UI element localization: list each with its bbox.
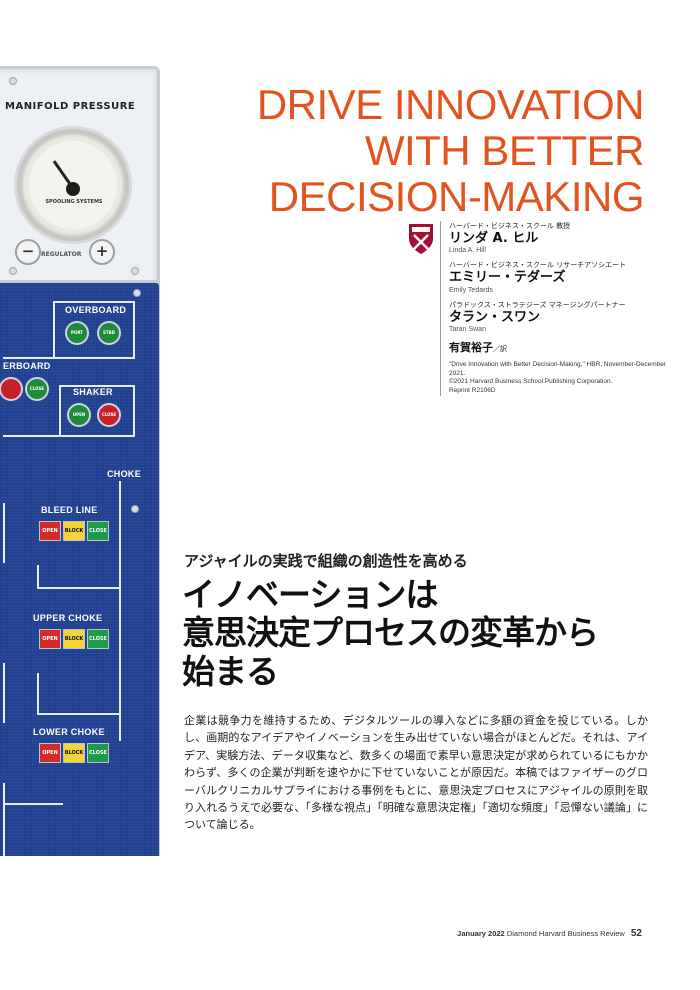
diagram-line xyxy=(3,503,5,563)
bleed-line-label: BLEED LINE xyxy=(41,505,98,515)
valve-control-plate: OVERBOARD PORT STBD ERBOARD CLOSE SHAKER… xyxy=(0,280,160,856)
manifold-pressure-label: MANIFOLD PRESSURE xyxy=(5,101,136,112)
author-title: ハーバード・ビジネス・スクール リサーチアソシエート xyxy=(449,261,627,270)
translator-name: 有賀裕子 xyxy=(449,340,493,354)
reference-line: Reprint R2106D xyxy=(449,387,496,395)
japanese-title: イノベーションは 意思決定プロセスの変革から 始まる xyxy=(182,575,682,691)
diagram-line xyxy=(37,565,39,587)
diagram-line xyxy=(133,385,135,435)
diagram-line xyxy=(37,587,119,589)
page-number: 52 xyxy=(630,928,642,939)
author-credits: ハーバード・ビジネス・スクール 教授 リンダ A. ヒル Linda A. Hi… xyxy=(409,221,670,396)
pressure-gauge: SPOOLING SYSTEMS xyxy=(17,129,129,241)
stbd-button[interactable]: STBD xyxy=(97,321,121,345)
author-name-en: Emily Tedards xyxy=(449,286,493,294)
control-panel-photo: MANIFOLD PRESSURE SPOOLING SYSTEMS − REG… xyxy=(0,66,160,856)
reference-line: "Drive Innovation with Better Decision-M… xyxy=(449,360,667,368)
bleed-block-button[interactable]: BLOCK xyxy=(63,521,85,541)
diagram-line xyxy=(133,301,135,357)
issue-date: January 2022 xyxy=(457,929,505,938)
headline-line: WITH BETTER xyxy=(364,127,645,175)
author-list: ハーバード・ビジネス・スクール 教授 リンダ A. ヒル Linda A. Hi… xyxy=(440,221,670,396)
diagram-line xyxy=(3,783,5,856)
reference-line: 2021. xyxy=(449,369,466,377)
diagram-line xyxy=(119,481,121,741)
author-name: リンダ A. ヒル xyxy=(449,231,539,246)
lead-paragraph: 企業は競争力を維持するため、デジタルツールの導入などに多額の資金を投じている。し… xyxy=(184,714,648,832)
gauge-label: SPOOLING SYSTEMS xyxy=(45,199,103,205)
magazine-name: Diamond Harvard Business Review xyxy=(506,929,625,938)
diagram-line xyxy=(3,357,135,359)
upper-block-button[interactable]: BLOCK xyxy=(63,629,85,649)
author-name-en: Linda A. Hill xyxy=(449,247,486,255)
title-line: 意思決定プロセスの変革から xyxy=(182,613,599,653)
reference-line: ©2021 Harvard Business School Publishing… xyxy=(449,378,613,386)
screw xyxy=(131,505,139,513)
title-line: 始まる xyxy=(182,651,279,691)
manifold-plate: MANIFOLD PRESSURE SPOOLING SYSTEMS − REG… xyxy=(0,66,160,290)
overboard-left-open-button[interactable] xyxy=(0,377,23,401)
translator-suffix: ／訳 xyxy=(493,344,507,353)
headline-line: DECISION-MAKING xyxy=(268,173,645,221)
translator-credit: 有賀裕子／訳 xyxy=(449,339,670,355)
port-button[interactable]: PORT xyxy=(65,321,89,345)
shaker-open-button[interactable]: OPEN xyxy=(67,403,91,427)
diagram-line xyxy=(53,301,55,357)
upper-choke-label: UPPER CHOKE xyxy=(33,613,103,623)
diagram-line xyxy=(3,435,135,437)
overboard-label: OVERBOARD xyxy=(65,305,127,315)
regulator-plus-button[interactable]: + xyxy=(89,239,115,265)
diagram-line xyxy=(3,663,5,723)
overboard-left-close-button[interactable]: CLOSE xyxy=(25,377,49,401)
diagram-line xyxy=(3,803,63,805)
kicker-subtitle: アジャイルの実践で組織の創造性を高める xyxy=(184,552,468,570)
shaker-close-button[interactable]: CLOSE xyxy=(97,403,121,427)
diagram-line xyxy=(59,385,61,435)
screw xyxy=(133,289,141,297)
headline-line: DRIVE INNOVATION xyxy=(256,81,645,128)
shaker-label: SHAKER xyxy=(73,387,113,397)
screw xyxy=(9,267,17,275)
diagram-line xyxy=(59,385,135,387)
author-name: エミリー・テダーズ xyxy=(449,270,566,286)
regulator-minus-button[interactable]: − xyxy=(15,239,41,265)
lower-open-button[interactable]: OPEN xyxy=(39,743,61,763)
diagram-line xyxy=(37,713,119,715)
overboard-left-label: ERBOARD xyxy=(3,361,51,371)
lower-close-button[interactable]: CLOSE xyxy=(87,743,109,763)
diagram-line xyxy=(53,301,135,303)
upper-close-button[interactable]: CLOSE xyxy=(87,629,109,649)
screw xyxy=(9,77,17,85)
title-line: イノベーションは xyxy=(182,575,438,614)
lower-choke-label: LOWER CHOKE xyxy=(33,727,105,737)
lower-block-button[interactable]: BLOCK xyxy=(63,743,85,763)
bleed-open-button[interactable]: OPEN xyxy=(39,521,61,541)
author-title: ハーバード・ビジネス・スクール 教授 xyxy=(449,222,571,230)
regulator-label: REGULATOR xyxy=(41,251,82,258)
author-name-en: Taran Swan xyxy=(449,325,486,333)
choke-label: CHOKE xyxy=(107,469,142,479)
page-footer: January 2022 Diamond Harvard Business Re… xyxy=(457,928,642,939)
diagram-line xyxy=(37,673,39,713)
upper-open-button[interactable]: OPEN xyxy=(39,629,61,649)
reprint-reference: "Drive Innovation with Better Decision-M… xyxy=(449,361,670,396)
harvard-shield-icon xyxy=(409,224,433,254)
bleed-close-button[interactable]: CLOSE xyxy=(87,521,109,541)
english-headline: DRIVE INNOVATION WITH BETTER DECISION-MA… xyxy=(224,81,645,221)
author-title: パラドックス・ストラテジーズ マネージングパートナー xyxy=(449,300,626,309)
author-name: タラン・スワン xyxy=(449,309,541,325)
gauge-hub xyxy=(66,182,80,196)
screw xyxy=(131,267,139,275)
